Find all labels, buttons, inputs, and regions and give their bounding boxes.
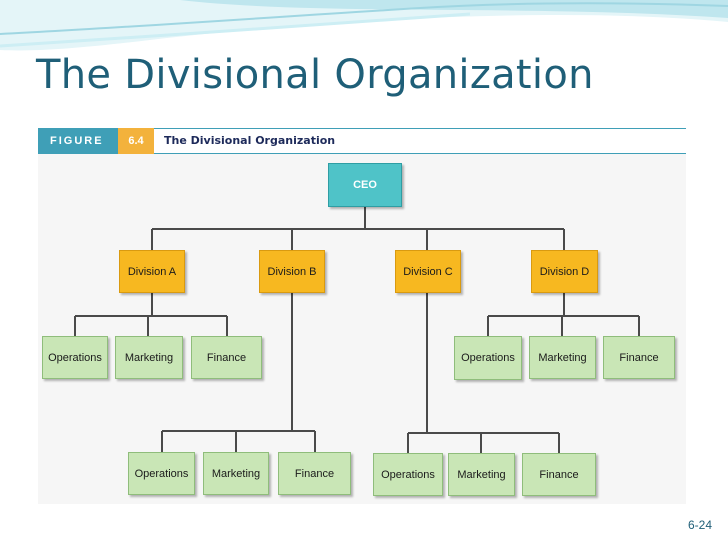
figure-header: FIGURE 6.4 The Divisional Organization xyxy=(38,128,686,154)
division-c-operations-box: Operations xyxy=(373,453,443,496)
division-a-box: Division A xyxy=(119,250,185,293)
division-d-operations-box: Operations xyxy=(454,336,522,380)
figure-caption: The Divisional Organization xyxy=(154,128,686,154)
division-a-finance-box: Finance xyxy=(191,336,262,379)
division-d-marketing-box: Marketing xyxy=(529,336,596,379)
slide-title: The Divisional Organization xyxy=(36,52,594,98)
figure-number: 6.4 xyxy=(118,128,154,154)
division-d-box: Division D xyxy=(531,250,598,293)
division-b-marketing-box: Marketing xyxy=(203,452,269,495)
decorative-wave-header xyxy=(0,0,728,51)
connector-lines xyxy=(74,207,640,453)
division-b-box: Division B xyxy=(259,250,325,293)
division-c-finance-box: Finance xyxy=(522,453,596,496)
division-a-marketing-box: Marketing xyxy=(115,336,183,379)
division-a-operations-box: Operations xyxy=(42,336,108,379)
division-c-marketing-box: Marketing xyxy=(448,453,515,496)
division-b-finance-box: Finance xyxy=(278,452,351,495)
division-c-box: Division C xyxy=(395,250,461,293)
division-b-operations-box: Operations xyxy=(128,452,195,495)
division-d-finance-box: Finance xyxy=(603,336,675,379)
ceo-box: CEO xyxy=(328,163,402,207)
figure-label: FIGURE xyxy=(50,135,104,147)
org-chart: CEO Division A Division B Division C Div… xyxy=(38,154,686,504)
slide-number: 6-24 xyxy=(687,518,712,532)
